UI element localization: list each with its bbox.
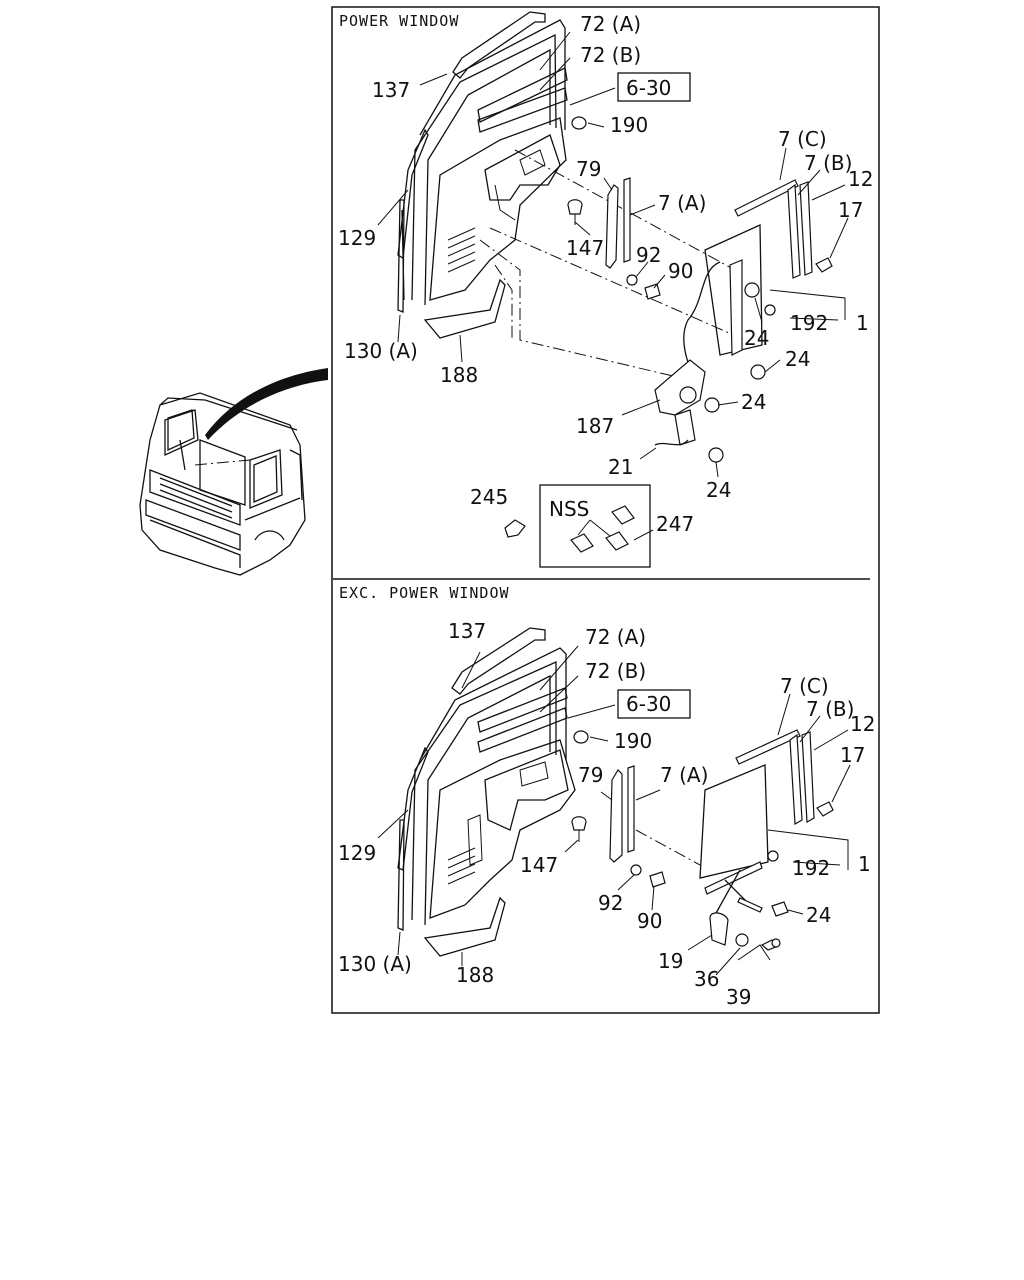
label-12: 12	[848, 167, 873, 191]
label-19: 19	[658, 949, 683, 973]
label-7c: 7 (C)	[778, 127, 827, 151]
label-137: 137	[448, 619, 486, 643]
exc-power-window-drawing	[377, 627, 851, 976]
label-39: 39	[726, 985, 751, 1009]
label-24-b: 24	[785, 347, 810, 371]
label-7a: 7 (A)	[658, 191, 706, 215]
label-190: 190	[610, 113, 648, 137]
label-245: 245	[470, 485, 508, 509]
label-17: 17	[840, 743, 865, 767]
label-147: 147	[520, 853, 558, 877]
label-72a: 72 (A)	[580, 12, 641, 36]
label-12: 12	[850, 712, 875, 736]
label-192: 192	[792, 856, 830, 880]
ref-box-6-30	[617, 72, 691, 102]
section-title-power-window: POWER WINDOW	[339, 12, 459, 30]
label-1: 1	[856, 311, 869, 335]
label-nss: NSS	[549, 497, 589, 521]
exc-power-window-labels: 137 72 (A) 72 (B) 6-30 190 7 (C) 7 (B) 1…	[338, 619, 875, 1009]
label-79: 79	[578, 763, 603, 787]
section-title-exc-power-window: EXC. POWER WINDOW	[339, 584, 510, 602]
label-7b: 7 (B)	[804, 151, 852, 175]
label-24-a: 24	[744, 326, 769, 350]
ref-box-6-30	[617, 689, 691, 719]
label-6-30: 6-30	[626, 76, 671, 100]
label-6-30: 6-30	[626, 692, 671, 716]
power-window-drawing	[377, 11, 849, 568]
label-247: 247	[656, 512, 694, 536]
label-130a: 130 (A)	[338, 952, 412, 976]
label-17: 17	[838, 198, 863, 222]
label-1: 1	[858, 852, 871, 876]
label-192: 192	[790, 311, 828, 335]
label-90: 90	[637, 909, 662, 933]
label-129: 129	[338, 841, 376, 865]
power-window-labels: 137 72 (A) 72 (B) 6-30 190 129 79 7 (A) …	[338, 12, 873, 536]
label-129: 129	[338, 226, 376, 250]
label-137: 137	[372, 78, 410, 102]
label-190: 190	[614, 729, 652, 753]
label-7a: 7 (A)	[660, 763, 708, 787]
label-72a: 72 (A)	[585, 625, 646, 649]
label-72b: 72 (B)	[580, 43, 641, 67]
label-7b: 7 (B)	[806, 697, 854, 721]
label-92: 92	[598, 891, 623, 915]
label-188: 188	[456, 963, 494, 987]
label-79: 79	[576, 157, 601, 181]
label-24: 24	[806, 903, 831, 927]
label-130a: 130 (A)	[344, 339, 418, 363]
label-36: 36	[694, 967, 719, 991]
label-7c: 7 (C)	[780, 674, 829, 698]
label-187: 187	[576, 414, 614, 438]
label-147: 147	[566, 236, 604, 260]
truck-cab-illustration	[139, 368, 328, 576]
label-21: 21	[608, 455, 633, 479]
label-72b: 72 (B)	[585, 659, 646, 683]
label-188: 188	[440, 363, 478, 387]
label-92: 92	[636, 243, 661, 267]
label-24-d: 24	[706, 478, 731, 502]
diagram-frame	[331, 6, 880, 1014]
label-90: 90	[668, 259, 693, 283]
label-24-c: 24	[741, 390, 766, 414]
